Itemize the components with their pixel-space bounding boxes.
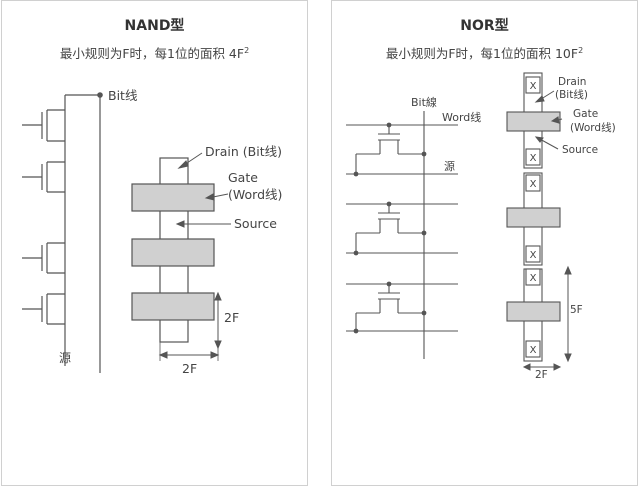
- nor-dim-vertical-label: 5F: [570, 304, 583, 316]
- nand-panel: NAND型 最小规则为F时，每1位的面积 4F2: [1, 0, 308, 486]
- nand-title: NAND型: [124, 18, 185, 34]
- nor-transistor: [355, 284, 424, 331]
- nor-contact-mark: X: [530, 273, 537, 284]
- nor-contact: [525, 340, 541, 358]
- nor-subtitle-text: 最小规则为F时，每1位的面积 10F: [385, 46, 579, 61]
- nand-transistor: [22, 242, 65, 274]
- nand-bitline-node: [97, 92, 103, 98]
- nor-gate-sublabel: (Word线): [570, 121, 616, 134]
- nand-source-arrow-label: Source: [234, 216, 277, 231]
- nor-contact-mark: X: [530, 250, 537, 261]
- nand-source-label: 源: [59, 351, 71, 365]
- nor-wordline-label: Word线: [442, 110, 481, 124]
- nand-gate-bar: [131, 183, 215, 212]
- nor-drain-label: Drain: [558, 76, 586, 88]
- nor-dim-horizontal-label: 2F: [535, 369, 548, 381]
- nand-dim-horizontal-label: 2F: [182, 361, 197, 376]
- nor-contact: [525, 268, 541, 286]
- nand-drain-label: Drain (Bit线): [205, 144, 282, 159]
- nor-gate-bar: [506, 301, 561, 322]
- nand-gate-arrowhead: [204, 193, 215, 201]
- nand-dim-vertical-label: 2F: [224, 310, 239, 325]
- nor-gate-bar: [506, 111, 561, 132]
- nand-cell-layout: [131, 157, 215, 343]
- nand-source-arrowhead: [175, 220, 185, 228]
- nor-subtitle: 最小规则为F时，每1位的面积 10F2: [332, 43, 637, 62]
- nand-drain-arrowhead: [177, 160, 189, 169]
- nand-subtitle: 最小规则为F时，每1位的面积 4F2: [2, 43, 307, 62]
- nor-gate-label: Gate: [573, 108, 598, 120]
- nand-gate-bar: [131, 238, 215, 267]
- nand-transistor: [22, 161, 65, 193]
- nor-source-label: 源: [444, 159, 455, 173]
- nor-junction-nodes: [353, 122, 427, 334]
- nor-contact: [525, 76, 541, 94]
- nor-contact: [525, 148, 541, 166]
- nor-transistor: [355, 125, 424, 174]
- nor-contact-mark: X: [530, 153, 537, 164]
- nand-subtitle-exponent: 2: [244, 45, 250, 55]
- nand-gate-label: Gate: [228, 170, 258, 185]
- nor-source-arrow-label: Source: [562, 144, 598, 156]
- nor-subtitle-exponent: 2: [578, 45, 584, 55]
- nand-subtitle-text: 最小规则为F时，每1位的面积 4F: [59, 46, 245, 61]
- nor-contact: [525, 245, 541, 263]
- nor-drain-sublabel: (Bit线): [555, 88, 588, 101]
- nor-title: NOR型: [460, 18, 509, 34]
- nor-cell-layout: [506, 72, 561, 362]
- nand-circuit: [22, 94, 101, 373]
- nor-contact-mark: X: [530, 345, 537, 356]
- nand-gate-sublabel: (Word线): [228, 187, 282, 202]
- nand-diagram: Bit线 源 Drain (Bit线) Gate (Word线) Source: [22, 88, 282, 376]
- nor-contact-mark: X: [530, 81, 537, 92]
- nand-bitline-label: Bit线: [108, 88, 138, 103]
- nor-bitline-label: Bit線: [411, 95, 437, 109]
- nand-transistor: [22, 293, 65, 325]
- nand-transistor: [22, 109, 65, 142]
- nor-contact: [525, 174, 541, 192]
- nor-panel: NOR型 最小规则为F时，每1位的面积 10F2 Bit線 Word线 源: [331, 0, 638, 486]
- nor-transistor: [355, 204, 424, 253]
- nor-diagram: Bit線 Word线 源: [346, 72, 616, 381]
- nand-gate-bar: [131, 292, 215, 321]
- nor-contact-mark: X: [530, 179, 537, 190]
- nor-gate-bar: [506, 207, 561, 228]
